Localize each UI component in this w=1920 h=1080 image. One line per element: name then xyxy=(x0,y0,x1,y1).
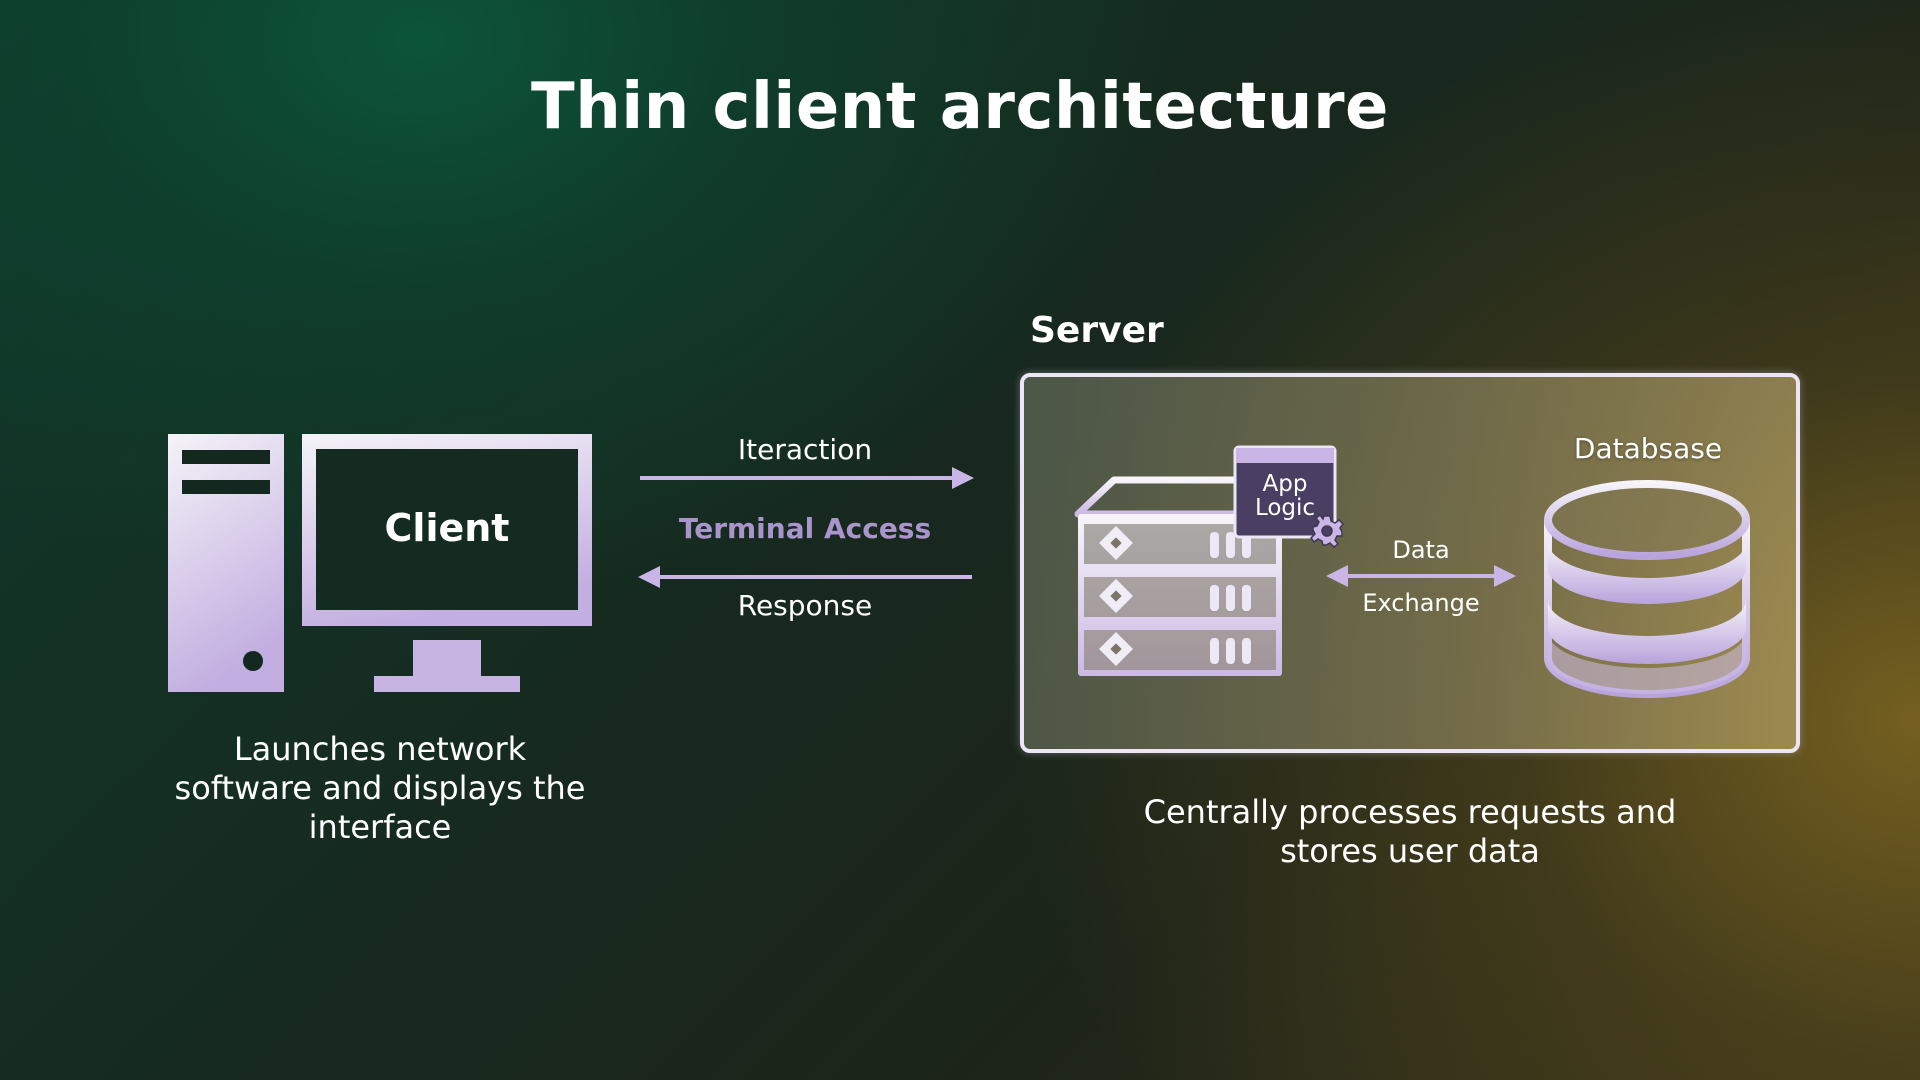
exchange-label-bottom: Exchange xyxy=(1362,589,1480,617)
app-logic-label: App Logic xyxy=(1254,471,1316,521)
client-description: Launches network software and displays t… xyxy=(174,730,586,846)
database-label: Databsase xyxy=(1573,432,1723,465)
request-arrow xyxy=(640,467,974,489)
desktop-computer-icon xyxy=(168,434,592,692)
server-rack-icon xyxy=(1074,476,1282,676)
app-logic-window xyxy=(1233,445,1337,539)
server-description: Centrally processes requests and stores … xyxy=(1143,793,1677,870)
exchange-arrow xyxy=(1326,565,1516,587)
response-arrow xyxy=(638,566,972,588)
exchange-label-top: Data xyxy=(1392,536,1450,564)
gear-icon xyxy=(1310,513,1344,548)
database-icon xyxy=(1544,480,1750,698)
terminal-access-label: Terminal Access xyxy=(678,512,932,545)
page-title: Thin client architecture xyxy=(531,70,1389,144)
request-label: Iteraction xyxy=(737,433,873,466)
server-label: Server xyxy=(1030,310,1164,351)
response-label: Response xyxy=(737,589,873,622)
client-label: Client xyxy=(384,506,510,550)
